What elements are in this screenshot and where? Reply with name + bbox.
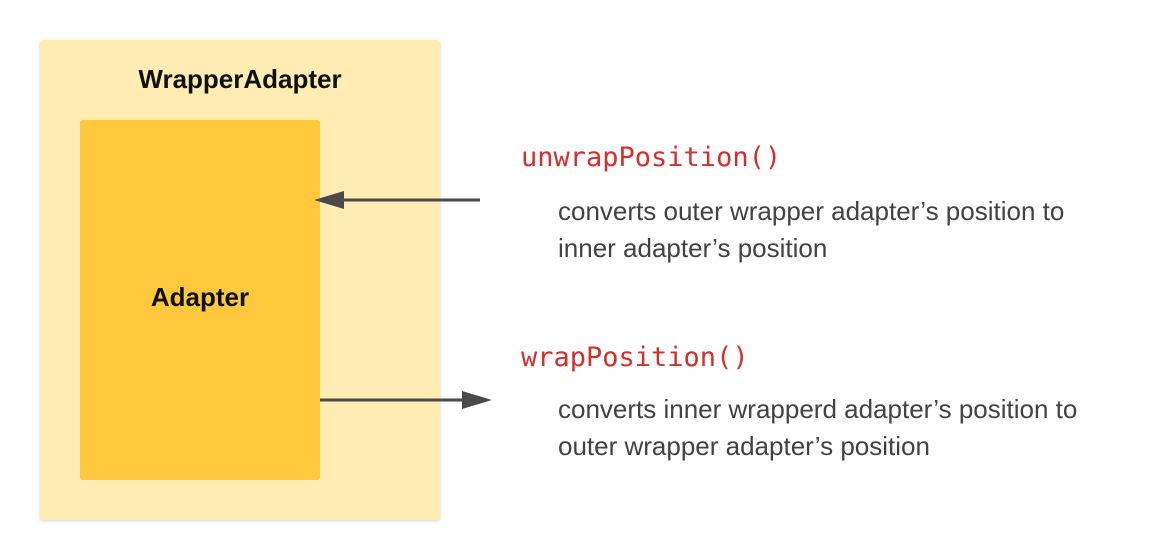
wrapper-adapter-label: WrapperAdapter bbox=[138, 64, 342, 94]
wrap-position-description: converts inner wrapperd adapter’s positi… bbox=[558, 391, 1148, 465]
wrap-description-line-2: outer wrapper adapter’s position bbox=[558, 431, 930, 461]
unwrap-description-line-2: inner adapter’s position bbox=[558, 233, 828, 263]
wrap-arrow bbox=[320, 391, 492, 409]
wrap-position-function-name: wrapPosition() bbox=[521, 342, 749, 373]
unwrap-position-description: converts outer wrapper adapter’s positio… bbox=[558, 193, 1148, 267]
unwrap-arrow-head bbox=[314, 191, 344, 209]
wrap-arrow-head bbox=[462, 391, 492, 409]
unwrap-position-function-name: unwrapPosition() bbox=[521, 142, 782, 173]
adapter-box: Adapter bbox=[80, 120, 320, 480]
unwrap-arrow bbox=[314, 191, 480, 209]
unwrap-description-line-1: converts outer wrapper adapter’s positio… bbox=[558, 196, 1065, 226]
wrap-description-line-1: converts inner wrapperd adapter’s positi… bbox=[558, 394, 1078, 424]
adapter-label: Adapter bbox=[150, 282, 250, 312]
wrapper-adapter-box: WrapperAdapter Adapter bbox=[40, 40, 440, 520]
